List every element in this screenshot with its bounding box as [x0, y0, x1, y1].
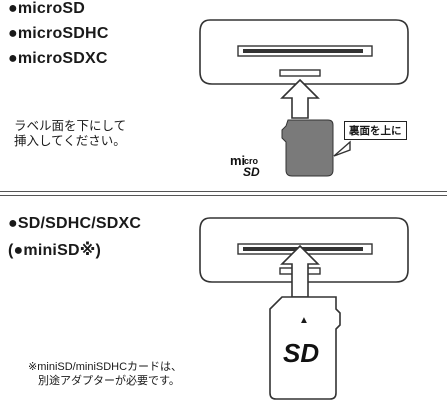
sd-panel: ●SD/SDHC/SDXC (●miniSD※) ※miniSD/miniSDH…: [0, 197, 447, 407]
svg-text:cro: cro: [244, 156, 259, 166]
microsd-card: [281, 119, 334, 177]
microsd-slot: [279, 69, 321, 77]
minisd-note: ※miniSD/miniSDHCカードは、 別途アダプターが必要です。: [28, 360, 182, 388]
format-microsdhc: ●microSDHC: [8, 25, 109, 42]
insert-arrow: [280, 78, 320, 119]
instruction-line-1: ラベル面を下にして: [14, 119, 127, 133]
back-side-up-callout: 裏面を上に: [344, 121, 407, 140]
instruction-line-2: 挿入してください。: [14, 134, 126, 148]
format-sd-sdhc-sdxc: ●SD/SDHC/SDXC: [8, 215, 142, 232]
format-microsdxc: ●microSDXC: [8, 50, 108, 67]
callout-pointer: [333, 140, 351, 157]
sd-card: [269, 296, 341, 400]
svg-text:SD: SD: [243, 165, 260, 179]
note-line-1: ※miniSD/miniSDHCカードは、: [28, 361, 183, 373]
card-direction-arrow: ▲: [299, 315, 309, 326]
microsd-logo: mi: [230, 153, 245, 168]
microsd-panel: ●microSD ●microSDHC ●microSDXC ラベル面を下にして…: [0, 0, 447, 193]
section-divider: [0, 191, 447, 196]
microsd-insertion-diagram: mi cro SD: [199, 19, 409, 179]
label-down-instruction: ラベル面を下にして 挿入してください。: [14, 119, 126, 149]
note-line-2: 別途アダプターが必要です。: [38, 375, 180, 387]
sd-logo: SD: [283, 338, 319, 368]
sd-slot-opening: [243, 49, 363, 53]
format-minisd: (●miniSD※): [8, 242, 101, 259]
sd-insertion-diagram: SD: [199, 217, 409, 400]
format-microsd: ●microSD: [8, 0, 86, 17]
